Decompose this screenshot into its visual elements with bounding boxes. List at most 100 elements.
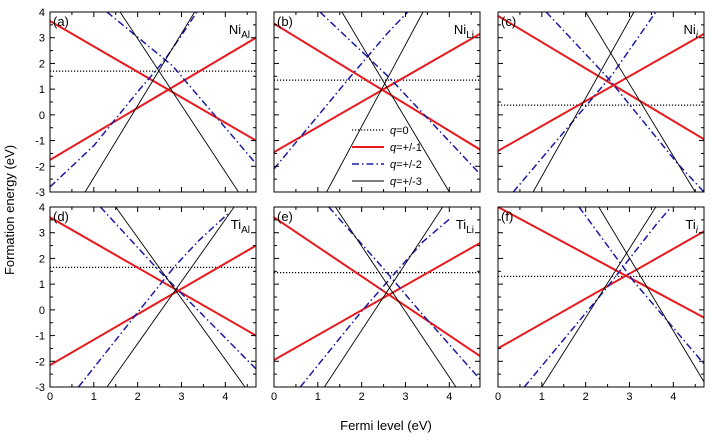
panel-e: 0 1 2 3 4 (e) TiLi: [271, 206, 481, 403]
defect-label: Tii: [685, 217, 698, 236]
y-tick-label: -3: [35, 187, 45, 199]
series-line-thin: [341, 12, 450, 192]
defect-element: Ti: [456, 217, 466, 232]
panel-label: (e): [277, 209, 293, 224]
series-line-dashdot: [319, 12, 480, 175]
legend-label-q: q: [390, 159, 397, 171]
series-line-solid-red: [50, 36, 256, 161]
series-line-solid-red: [274, 242, 480, 361]
defect-element: Ni: [454, 22, 466, 37]
defect-label: NiLi: [454, 22, 474, 41]
defect-element: Ni: [229, 22, 241, 37]
series-line-thin: [106, 207, 235, 387]
series-line-dashdot: [328, 207, 480, 380]
defect-site: i: [696, 225, 699, 236]
defect-site: Al: [241, 30, 250, 41]
legend-label-q: q: [390, 125, 397, 137]
x-tick-label: 3: [626, 391, 632, 403]
defect-label: NiAl: [229, 22, 250, 41]
defect-site: Li: [466, 30, 474, 41]
panel-label: (c): [501, 14, 516, 29]
series-line-solid-red: [498, 230, 704, 350]
series-line-solid-red: [498, 15, 704, 141]
plot-frame: [273, 11, 481, 193]
y-tick-label: 4: [39, 7, 45, 19]
series-line-thin: [324, 207, 444, 387]
x-tick-label: 4: [670, 391, 676, 403]
legend-label-value: =+/-3: [396, 176, 422, 188]
y-tick-label: 2: [39, 58, 45, 70]
x-tick-label: 1: [315, 391, 321, 403]
y-tick-label: 3: [39, 33, 45, 45]
series-line-solid-red: [274, 22, 480, 151]
series-group: [50, 12, 256, 192]
x-tick-label: 4: [222, 391, 228, 403]
series-line-thin: [326, 12, 424, 192]
y-tick-label: 0: [39, 305, 45, 317]
series-line-solid-red: [498, 33, 704, 152]
x-tick-label: 2: [359, 391, 365, 403]
x-tick-label: 1: [539, 391, 545, 403]
legend-label-q: q: [390, 142, 397, 154]
x-tick-label: 3: [178, 391, 184, 403]
plot-frame: [273, 206, 481, 388]
x-tick-label: 0: [271, 391, 277, 403]
series-line-solid-red: [50, 244, 256, 366]
legend-label: q=+/-1: [390, 142, 422, 154]
legend-label-value: =+/-1: [396, 142, 422, 154]
plot-frame: [497, 11, 705, 193]
series-line-solid-red: [498, 207, 704, 319]
defect-element: Ti: [231, 217, 241, 232]
y-tick-label: -1: [35, 331, 45, 343]
y-axis-label: Formation energy (eV): [2, 145, 17, 275]
panel-label: (b): [277, 14, 293, 29]
legend-label: q=0: [390, 125, 409, 137]
x-tick-label: 0: [495, 391, 501, 403]
series-group: [498, 12, 704, 192]
series-line-dashdot: [50, 12, 198, 188]
series-line-thin: [585, 12, 696, 192]
y-tick-label: -2: [35, 161, 45, 173]
defect-site: Li: [466, 225, 474, 236]
legend-label-q: q: [390, 176, 397, 188]
series-line-thin: [119, 12, 239, 192]
series-group: [274, 12, 480, 192]
series-line-dashdot: [578, 207, 704, 365]
defect-site: i: [696, 30, 699, 41]
series-line-thin: [541, 207, 657, 387]
series-line-dashdot: [77, 211, 231, 387]
series-line-solid-red: [274, 216, 480, 357]
legend-label: q=+/-3: [390, 176, 422, 188]
series-line-solid-red: [274, 33, 480, 153]
y-tick-label: 4: [39, 202, 45, 214]
series-line-thin: [532, 12, 635, 192]
x-tick-label: 2: [583, 391, 589, 403]
panel-label: (a): [53, 14, 69, 29]
panel-c: (c) Nii: [497, 11, 705, 193]
defect-label: TiAl: [231, 217, 250, 236]
y-tick-label: -1: [35, 136, 45, 148]
x-tick-label: 3: [402, 391, 408, 403]
series-group: [274, 207, 480, 387]
series-line-dashdot: [512, 12, 657, 192]
series-line-thin: [335, 207, 457, 387]
x-axis-label: Fermi level (eV): [340, 418, 432, 433]
series-line-dashdot: [106, 12, 256, 165]
series-line-solid-red: [50, 216, 256, 337]
defect-label: Nii: [683, 22, 698, 41]
x-tick-label: 4: [446, 391, 452, 403]
series-group: [498, 207, 704, 387]
plot-frame: [497, 206, 705, 388]
y-tick-label: 2: [39, 253, 45, 265]
y-tick-label: -2: [35, 356, 45, 368]
series-line-thin: [84, 12, 195, 192]
y-tick-label: 1: [39, 84, 45, 96]
defect-label: TiLi: [456, 217, 474, 236]
legend: q=0q=+/-1q=+/-2q=+/-3: [352, 125, 422, 188]
x-tick-label: 0: [47, 391, 53, 403]
